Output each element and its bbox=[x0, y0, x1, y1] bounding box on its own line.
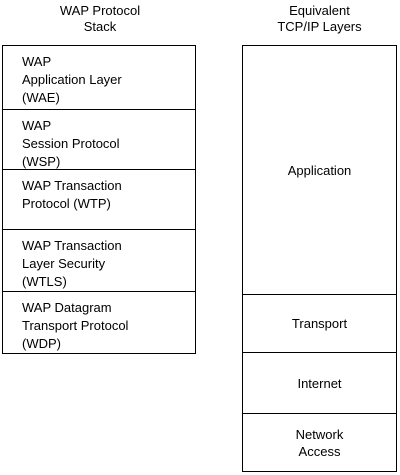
application-layer: Application bbox=[243, 46, 396, 295]
wdp-layer: WAP Datagram Transport Protocol (WDP) bbox=[22, 300, 129, 351]
internet-layer: Internet bbox=[243, 353, 396, 414]
wtls-layer: WAP Transaction Layer Security (WTLS) bbox=[3, 230, 195, 292]
transport-layer: Transport bbox=[243, 295, 396, 353]
tcpip-layers-heading: Equivalent TCP/IP Layers bbox=[277, 3, 362, 34]
wap-stack-heading: WAP Protocol Stack bbox=[59, 3, 141, 34]
network-access-layer: Network Access bbox=[295, 426, 344, 459]
wap-protocol-stack: WAP Application Layer (WAE) WAP Session … bbox=[2, 45, 196, 354]
wtp-layer: WAP Transaction Protocol (WTP) bbox=[3, 170, 195, 230]
wae-layer: WAP Application Layer (WAE) bbox=[3, 46, 195, 110]
wsp-layer: WAP Session Protocol (WSP) bbox=[3, 110, 195, 170]
tcpip-layer-stack: Application Transport Internet Network A… bbox=[242, 45, 397, 472]
